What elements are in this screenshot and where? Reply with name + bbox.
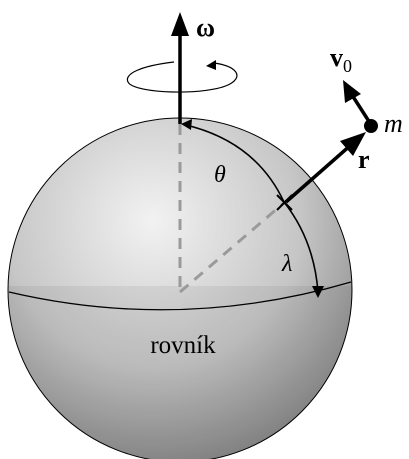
radius-dashed-line — [179, 200, 286, 294]
r-label: r — [358, 145, 370, 174]
rotation-arrow-icon — [126, 60, 238, 93]
theta-arc-head — [181, 119, 192, 130]
equator-label: rovník — [150, 332, 216, 359]
equator-line — [8, 281, 352, 311]
theta-label: θ — [214, 162, 226, 188]
mass-point — [364, 119, 378, 133]
v0-vector-head — [343, 80, 361, 103]
sphere — [7, 117, 353, 459]
r-vector — [284, 142, 354, 204]
v0-label: v0 — [330, 43, 352, 76]
r-vector-head — [340, 132, 366, 156]
omega-label: ω — [196, 13, 215, 42]
theta-arc — [185, 124, 285, 203]
omega-arrow-head — [171, 12, 189, 36]
v0-vector — [350, 94, 372, 124]
mass-label: m — [384, 109, 403, 138]
lambda-arc-head — [312, 286, 324, 298]
sphere-lower-shade — [8, 286, 352, 459]
v0-label-sub: 0 — [343, 56, 352, 76]
lambda-arc — [283, 201, 319, 293]
lambda-label: λ — [281, 251, 292, 277]
v0-label-main: v — [330, 43, 343, 72]
